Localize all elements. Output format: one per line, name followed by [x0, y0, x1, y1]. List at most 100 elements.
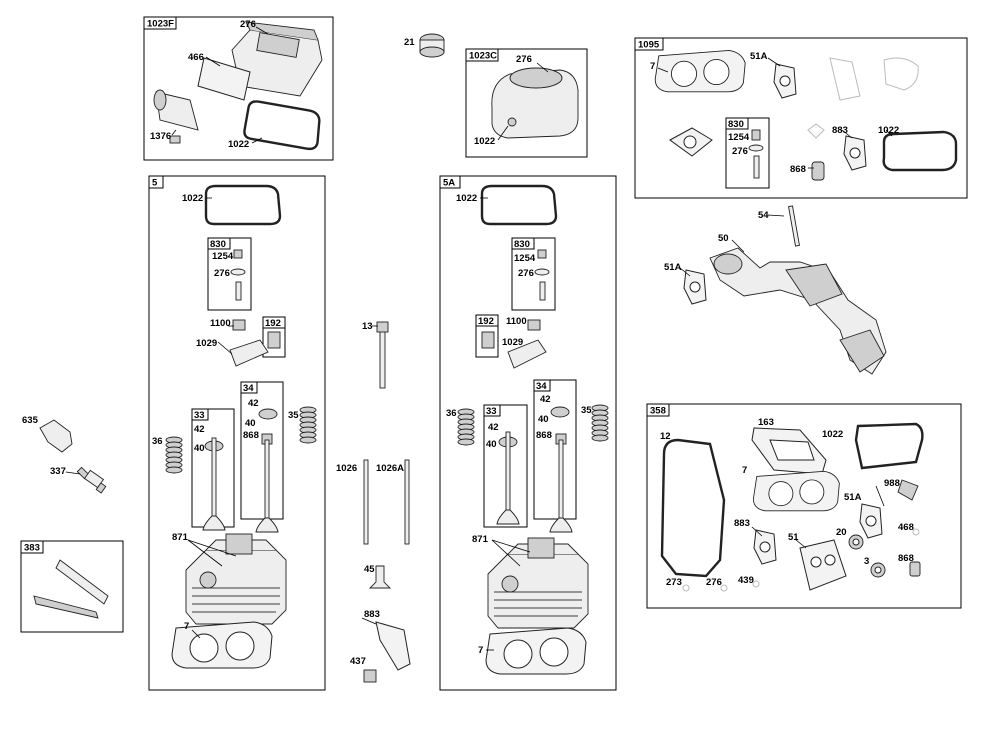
label-7: 7: [742, 465, 747, 476]
label-276: 276: [214, 268, 230, 279]
label-163: 163: [758, 417, 774, 428]
frame-1023F: [143, 16, 334, 161]
label-40: 40: [245, 418, 256, 429]
label-276: 276: [240, 19, 256, 30]
cylinder-head-5A-parts: [457, 184, 609, 675]
frame-34-a: [240, 381, 284, 520]
label-1254: 1254: [514, 253, 536, 264]
label-42: 42: [540, 394, 551, 405]
label-51: 51: [788, 532, 799, 543]
box-title-1095: 1095: [638, 40, 660, 51]
box-title-358: 358: [650, 406, 666, 417]
frame-5: [148, 175, 326, 691]
label-273: 273: [666, 577, 682, 588]
label-51A: 51A: [844, 492, 862, 503]
label-1022: 1022: [228, 139, 249, 150]
label-439: 439: [738, 575, 754, 586]
label-51A: 51A: [664, 262, 682, 273]
box-title-830-b: 830: [514, 239, 530, 250]
label-40: 40: [486, 439, 497, 450]
box-title-34-a: 34: [243, 383, 254, 394]
label-635: 635: [22, 415, 39, 426]
frame-34-b: [533, 379, 577, 520]
label-42: 42: [488, 422, 499, 433]
label-1376: 1376: [150, 131, 171, 142]
label-35: 35: [581, 405, 592, 416]
label-276: 276: [706, 577, 722, 588]
box-title-830-c: 830: [728, 119, 744, 130]
label-1022: 1022: [456, 193, 477, 204]
label-276: 276: [516, 54, 532, 65]
label-7: 7: [184, 621, 189, 632]
box-title-192-a: 192: [265, 318, 281, 329]
spark-plug-parts: [39, 419, 107, 494]
label-276: 276: [732, 146, 748, 157]
label-868: 868: [898, 553, 914, 564]
label-868: 868: [790, 164, 806, 175]
label-883: 883: [364, 609, 380, 620]
box-title-33-b: 33: [486, 406, 497, 417]
valve-cover-1023C-part: [491, 67, 579, 139]
label-36: 36: [152, 436, 163, 447]
label-45: 45: [364, 564, 375, 575]
label-7: 7: [650, 61, 655, 72]
label-35: 35: [288, 410, 299, 421]
label-437: 437: [350, 656, 366, 667]
label-1022: 1022: [878, 125, 899, 136]
box-title-1023C: 1023C: [469, 51, 497, 62]
label-1254: 1254: [212, 251, 234, 262]
label-1026: 1026: [336, 463, 357, 474]
box-title-383: 383: [24, 543, 40, 554]
frame-383: [20, 540, 124, 633]
box-title-33-a: 33: [194, 410, 205, 421]
label-50: 50: [718, 233, 729, 244]
label-42: 42: [194, 424, 205, 435]
label-883: 883: [734, 518, 750, 529]
label-21: 21: [404, 37, 415, 48]
label-466: 466: [188, 52, 204, 63]
label-20: 20: [836, 527, 847, 538]
label-42: 42: [248, 398, 259, 409]
box-title-830-a: 830: [210, 239, 226, 250]
label-468: 468: [898, 522, 914, 533]
frame-358: [646, 403, 962, 609]
label-883: 883: [832, 125, 848, 136]
label-3: 3: [864, 556, 869, 567]
label-868: 868: [536, 430, 552, 441]
label-40: 40: [194, 443, 205, 454]
valve-cover-1023F-part: [153, 21, 324, 152]
label-54: 54: [758, 210, 769, 221]
frame-5A: [439, 175, 617, 691]
intake-manifold-part: [683, 205, 887, 375]
label-988: 988: [884, 478, 900, 489]
box-title-5A: 5A: [443, 178, 455, 189]
label-1026A: 1026A: [376, 463, 404, 474]
label-12: 12: [660, 431, 671, 442]
frame-1023C: [465, 48, 588, 158]
label-40: 40: [538, 414, 549, 425]
label-1022: 1022: [822, 429, 843, 440]
label-1022: 1022: [474, 136, 495, 147]
label-337: 337: [50, 466, 66, 477]
frame-33-b: [483, 404, 528, 528]
box-title-1023F: 1023F: [147, 19, 174, 30]
callout-labels: 276 466 1376 1022 21 276 1022 7 51A 1254…: [22, 19, 914, 667]
label-1100: 1100: [506, 316, 527, 327]
gasket-set-1095-parts: [654, 49, 958, 181]
label-871: 871: [472, 534, 489, 545]
box-title-192-b: 192: [478, 316, 494, 327]
label-1029: 1029: [196, 338, 217, 349]
label-13: 13: [362, 321, 373, 332]
label-276: 276: [518, 268, 534, 279]
label-868: 868: [243, 430, 259, 441]
label-1022: 1022: [182, 193, 203, 204]
label-1254: 1254: [728, 132, 750, 143]
box-title-5: 5: [152, 178, 158, 189]
frame-1095: [634, 37, 968, 199]
cylinder-head-5-parts: [165, 184, 317, 669]
oil-fill-cap-part: [419, 33, 445, 58]
label-1029: 1029: [502, 337, 523, 348]
label-51A: 51A: [750, 51, 768, 62]
label-871: 871: [172, 532, 189, 543]
label-36: 36: [446, 408, 457, 419]
